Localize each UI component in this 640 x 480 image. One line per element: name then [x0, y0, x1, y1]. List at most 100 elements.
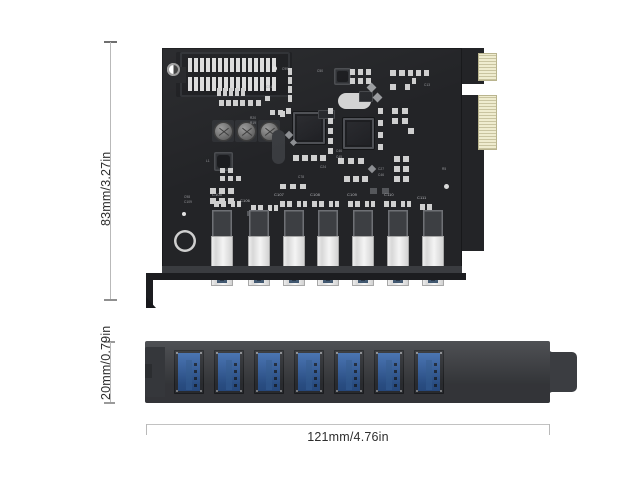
usb-port-insert: [258, 353, 280, 391]
usb-port-insert: [418, 353, 440, 391]
smd-pad: [219, 100, 224, 106]
usb-port-front-7[interactable]: [414, 350, 444, 394]
screw-mark: [200, 390, 202, 392]
silkscreen-ref: C13: [424, 83, 431, 87]
smd-pad: [407, 201, 411, 207]
smd-pad: [335, 201, 339, 207]
smd-pad: [378, 108, 383, 114]
dimension-cap-right: [549, 424, 550, 435]
usb-port-contacts: [194, 363, 197, 391]
usb-port-bar: [346, 360, 352, 390]
silkscreen-ref: C98: [184, 195, 191, 199]
dimension-cap-top-2: [104, 341, 115, 343]
silkscreen-ref: C27: [378, 167, 385, 171]
silkscreen-ref: C78: [298, 175, 305, 179]
usb-port-front-1[interactable]: [174, 350, 204, 394]
screw-mark: [240, 352, 242, 354]
smd-pad: [371, 201, 375, 207]
smd-pad: [408, 70, 413, 76]
pcb-bottom-edge: [162, 266, 462, 274]
screw-mark: [176, 390, 178, 392]
smd-pad: [320, 155, 326, 161]
usb-port-insert: [178, 353, 200, 391]
mounting-bracket-horizontal: [146, 273, 466, 280]
silkscreen-ref: C45: [336, 155, 343, 159]
silkscreen-port-label: C109: [347, 192, 357, 197]
via-diamond: [367, 164, 377, 174]
inductor-l1: [214, 152, 233, 171]
usb-port-contacts: [394, 363, 397, 391]
smd-pad: [300, 184, 306, 189]
smd-pad: [287, 201, 292, 207]
dimension-line-horizontal-121mm: [146, 424, 550, 425]
smd-pad: [214, 201, 219, 207]
smd-pad: [219, 188, 225, 194]
usb-port-insert: [298, 353, 320, 391]
screw-mark: [336, 390, 338, 392]
bracket-left-notch: [145, 364, 152, 378]
smd-pad: [258, 205, 263, 211]
dimension-cap-bottom: [104, 299, 117, 301]
screw-mark: [320, 352, 322, 354]
smd-pad: [240, 100, 245, 106]
smd-pad: [402, 118, 408, 124]
smd-pad: [274, 205, 278, 211]
screw-mark: [416, 352, 418, 354]
screw-mark: [256, 352, 258, 354]
smd-pad: [358, 158, 364, 164]
usb-port-shield: [388, 210, 408, 240]
via-diamond: [372, 92, 383, 103]
screw-mark: [280, 352, 282, 354]
smd-pad: [427, 204, 432, 210]
smd-pad: [382, 188, 389, 194]
silkscreen-ref: R5: [442, 167, 447, 171]
smd-pad: [402, 108, 408, 114]
smd-pad: [311, 155, 317, 161]
usb-port-shield: [318, 210, 338, 240]
smd-pad: [399, 70, 405, 76]
smd-pad: [231, 201, 235, 207]
screw-mark: [416, 390, 418, 392]
screw-mark: [240, 390, 242, 392]
smd-pad: [350, 78, 355, 84]
smd-pad: [394, 176, 400, 182]
smd-pad: [226, 100, 231, 106]
smd-pad: [392, 108, 398, 114]
bracket-front-view: [145, 341, 550, 403]
usb-port-contacts: [234, 363, 237, 391]
usb-port-contacts: [354, 363, 357, 391]
smd-pad: [265, 96, 270, 101]
smd-pad: [248, 100, 253, 106]
smd-pad: [378, 132, 383, 138]
smd-pad: [408, 128, 414, 134]
smd-pad: [233, 100, 238, 106]
usb-port-front-3[interactable]: [254, 350, 284, 394]
smd-pad: [384, 201, 389, 207]
screw-mark: [320, 390, 322, 392]
silkscreen-port-label: C110: [384, 192, 394, 197]
smd-pad: [251, 205, 256, 211]
smd-pad: [403, 176, 409, 182]
silkscreen-ref: C46: [378, 173, 385, 177]
smd-pad: [328, 118, 333, 124]
usb-port-bar: [306, 360, 312, 390]
silkscreen-ref: R19: [250, 121, 257, 125]
usb-port-front-6[interactable]: [374, 350, 404, 394]
usb-port-front-2[interactable]: [214, 350, 244, 394]
smd-pad: [358, 78, 363, 84]
smd-pad: [228, 188, 234, 194]
mounting-hole-bottom-left: [174, 230, 196, 252]
usb-port-front-4[interactable]: [294, 350, 324, 394]
dimension-label-121mm: 121mm/4.76in: [307, 430, 389, 444]
usb-port-front-5[interactable]: [334, 350, 364, 394]
usb-port-bar: [386, 360, 392, 390]
usb-port-contacts: [274, 363, 277, 391]
smd-pad: [302, 155, 308, 161]
smd-pad: [223, 88, 227, 96]
usb-port-insert: [378, 353, 400, 391]
smd-pad: [401, 201, 405, 207]
smd-pad: [221, 201, 226, 207]
smd-pad: [288, 77, 292, 84]
smd-pad: [403, 156, 409, 162]
